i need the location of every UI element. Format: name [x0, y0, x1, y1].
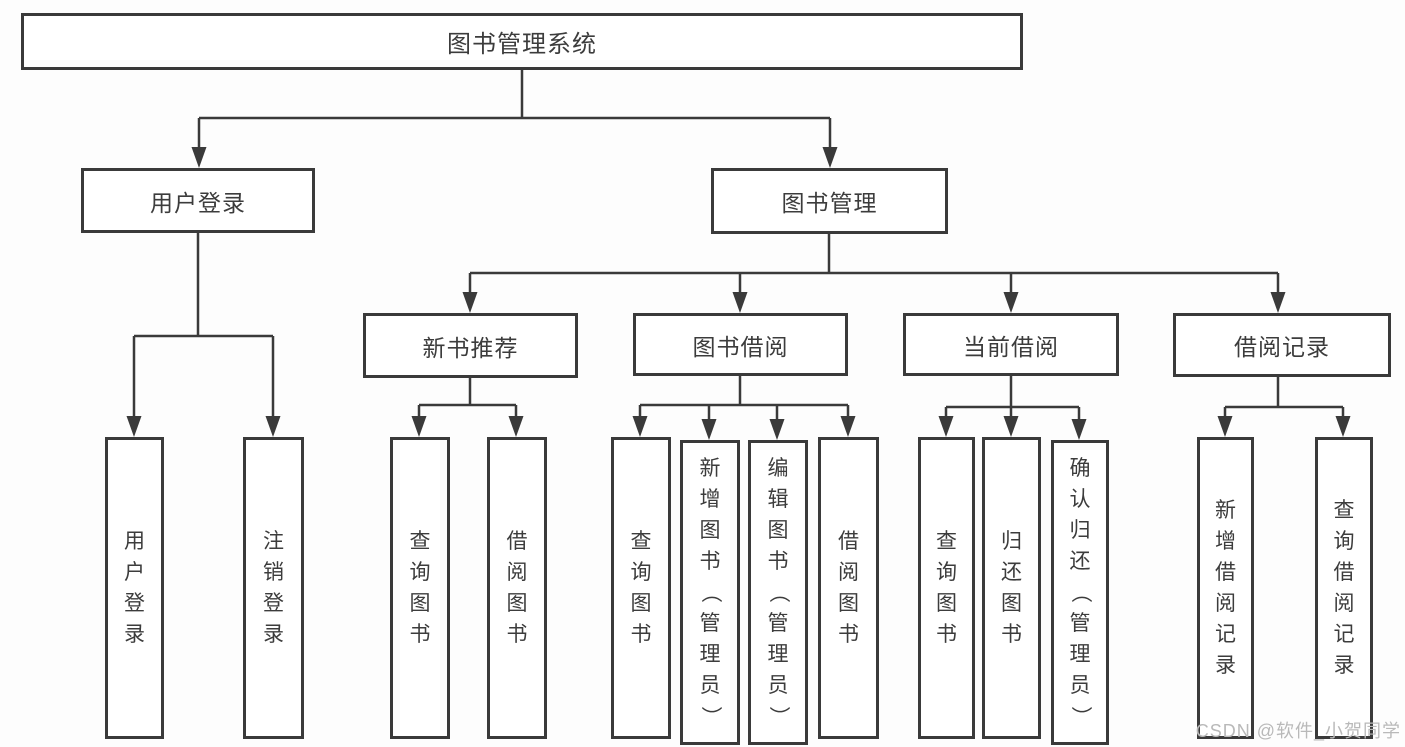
leaf-confirm-return-admin: 确认归还（管理员）: [1051, 440, 1109, 745]
arrowhead: [840, 416, 856, 437]
node-label: 编辑图书（管理员）: [766, 457, 790, 727]
leaf-logout: 注销登录: [243, 437, 304, 739]
arrowhead: [701, 419, 717, 440]
node-label: 图书管理系统: [447, 31, 597, 58]
arrowhead: [1217, 416, 1233, 437]
csdn-watermark: CSDN @软件_小贺同学: [1195, 721, 1401, 741]
node-borrowing-records: 借阅记录: [1173, 313, 1391, 377]
node-label: 确认归还（管理员）: [1068, 457, 1092, 727]
node-label: 用户登录: [150, 189, 246, 216]
leaf-borrow-book-1: 借阅图书: [487, 437, 547, 739]
connector-bookborrow-to-leaves: [638, 375, 850, 424]
connector-root-to-level2: [197, 69, 832, 152]
arrowhead: [1335, 416, 1351, 437]
arrowhead: [508, 416, 524, 437]
node-book-management: 图书管理: [711, 168, 948, 234]
leaf-query-borrow-record: 查询借阅记录: [1315, 437, 1373, 739]
arrowhead: [265, 416, 281, 437]
node-user-login: 用户登录: [81, 168, 315, 233]
connector-userlogin-to-leaves: [132, 232, 275, 421]
arrowhead: [1003, 292, 1019, 313]
node-current-borrowing: 当前借阅: [903, 313, 1119, 376]
node-label: 当前借阅: [963, 333, 1059, 360]
arrowhead: [822, 147, 838, 168]
connector-lines: [132, 69, 1345, 424]
node-label: 查询图书: [630, 530, 652, 646]
arrowhead: [769, 419, 785, 440]
node-label: 新增图书（管理员）: [698, 457, 722, 727]
leaf-edit-book-admin: 编辑图书（管理员）: [748, 440, 808, 745]
node-label: 借阅图书: [506, 530, 528, 646]
node-label: 注销登录: [263, 530, 284, 646]
node-label: 借阅图书: [838, 530, 859, 646]
node-label: 归还图书: [1001, 530, 1022, 646]
leaf-user-login: 用户登录: [105, 437, 164, 739]
arrowhead: [1003, 416, 1019, 437]
connector-currentborrow-to-leaves: [944, 375, 1081, 424]
arrowhead: [938, 416, 954, 437]
arrowhead: [462, 292, 478, 313]
node-label: 查询图书: [936, 530, 957, 646]
leaf-add-borrow-record: 新增借阅记录: [1197, 437, 1254, 739]
leaf-query-book-2: 查询图书: [611, 437, 671, 739]
node-label: 借阅记录: [1234, 334, 1330, 360]
arrowhead: [732, 292, 748, 313]
node-label: 用户登录: [124, 530, 145, 646]
leaf-add-book-admin: 新增图书（管理员）: [680, 440, 740, 745]
arrowhead: [191, 147, 207, 168]
node-label: 图书借阅: [692, 333, 789, 360]
arrowhead: [1270, 292, 1286, 313]
node-label: 图书管理: [781, 190, 878, 216]
node-label: 查询借阅记录: [1333, 499, 1355, 677]
arrowheads: [126, 147, 1351, 440]
leaf-borrow-book-2: 借阅图书: [818, 437, 879, 739]
node-book-borrowing: 图书借阅: [633, 313, 848, 376]
connector-bookmgmt-to-level3: [468, 233, 1280, 297]
node-label: 新增借阅记录: [1215, 499, 1236, 677]
arrowhead: [126, 416, 142, 437]
leaf-query-book-1: 查询图书: [390, 437, 450, 739]
arrowhead: [411, 416, 427, 437]
arrowhead: [1071, 419, 1087, 440]
node-label: 新书推荐: [422, 334, 519, 361]
arrowhead: [632, 416, 648, 437]
node-label: 查询图书: [409, 530, 431, 646]
node-new-book-recommendation: 新书推荐: [363, 313, 578, 378]
leaf-query-book-3: 查询图书: [918, 437, 975, 739]
leaf-return-book: 归还图书: [982, 437, 1041, 739]
node-library-management-system: 图书管理系统: [21, 13, 1023, 70]
connector-newbookrec-to-leaves: [417, 377, 518, 421]
connector-borrowrecord-to-leaves: [1223, 376, 1345, 421]
